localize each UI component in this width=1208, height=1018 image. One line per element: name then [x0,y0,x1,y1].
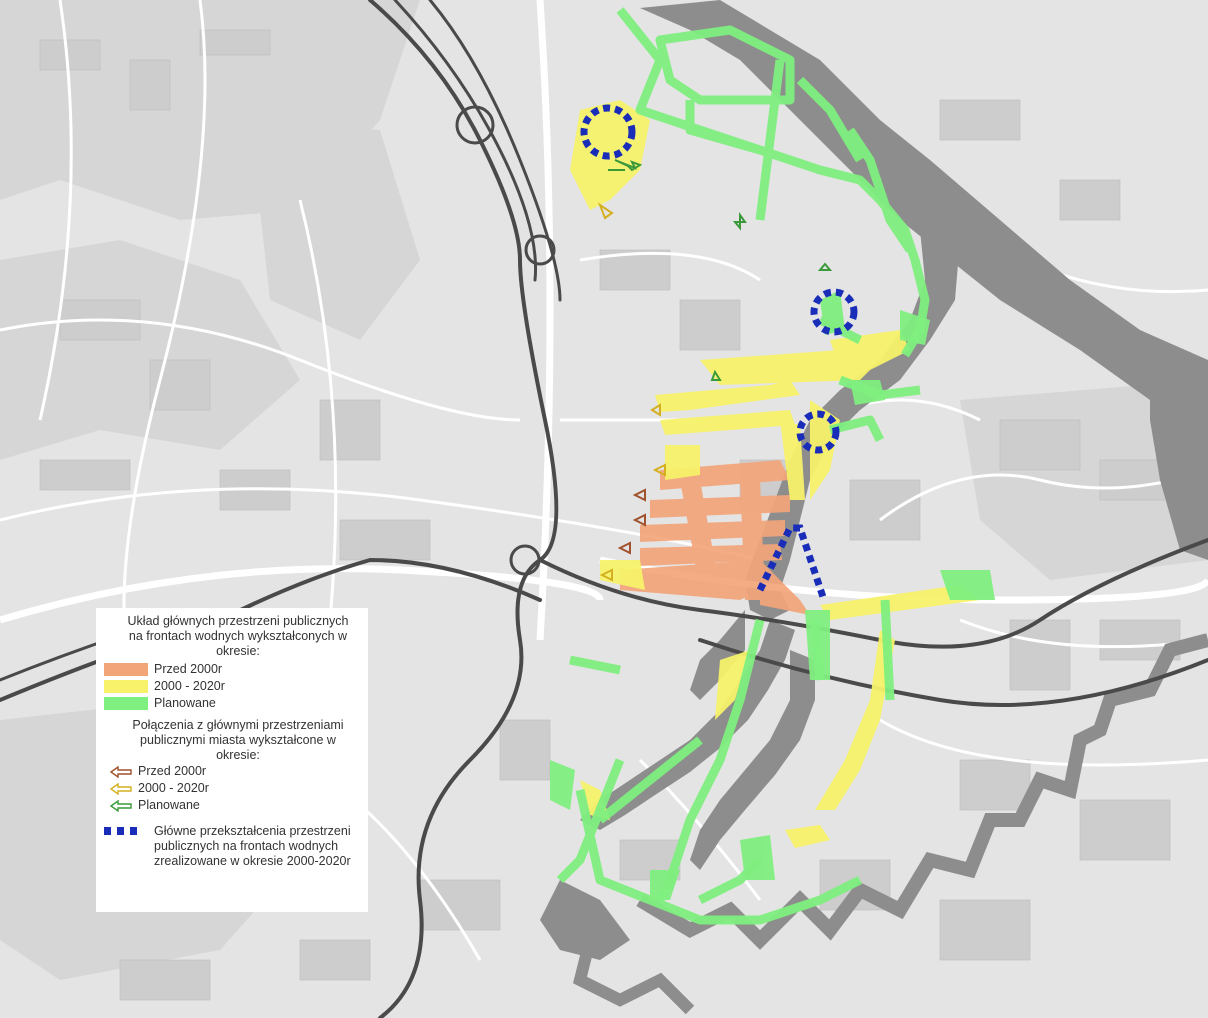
legend-item-before-2000: Przed 2000r [104,661,362,678]
legend-label: 2000 - 2020r [138,781,209,795]
legend-connection-before-2000: Przed 2000r [104,763,362,780]
legend-swatch-planned [104,697,148,710]
legend-label: Planowane [154,696,216,710]
legend-title: Układ głównych przestrzeni publicznych n… [127,614,349,658]
legend-connection-2000-2020: 2000 - 2020r [104,780,362,797]
legend-connections-title: Połączenia z głównymi przestrzeniami pub… [132,718,344,762]
fortification-moat-2 [555,896,695,1015]
legend-swatch-2000-2020 [104,680,148,693]
legend-label: Przed 2000r [154,662,223,676]
legend-label: Planowane [138,798,200,812]
legend-transformations-label: Główne przekształcenia przestrzeni publi… [154,824,351,868]
space-2000-2020 [570,100,980,848]
legend-connection-planned: Planowane [104,797,362,814]
transformation-zone [796,410,840,454]
transformation-zone [756,524,828,602]
arrow-left-icon [110,765,132,778]
legend-item-planned: Planowane [104,695,362,712]
minor-roads [0,0,1208,961]
connection-arrows [597,159,833,582]
legend-swatch-before-2000 [104,663,148,676]
fortification-moat [636,633,1208,950]
legend-transformations: Główne przekształcenia przestrzeni publi… [104,824,362,869]
map-legend: Układ głównych przestrzeni publicznych n… [96,608,368,912]
arrow-left-icon [110,799,132,812]
transformation-zone [580,104,636,160]
legend-item-2000-2020: 2000 - 2020r [104,678,362,695]
legend-label: 2000 - 2020r [154,679,225,693]
arrow-left-icon [110,782,132,795]
space-planned-areas [550,290,995,900]
legend-dashed-blue-marker [104,824,148,869]
transformation-zones [580,104,858,602]
legend-label: Przed 2000r [138,764,207,778]
transformation-zone [810,288,858,336]
